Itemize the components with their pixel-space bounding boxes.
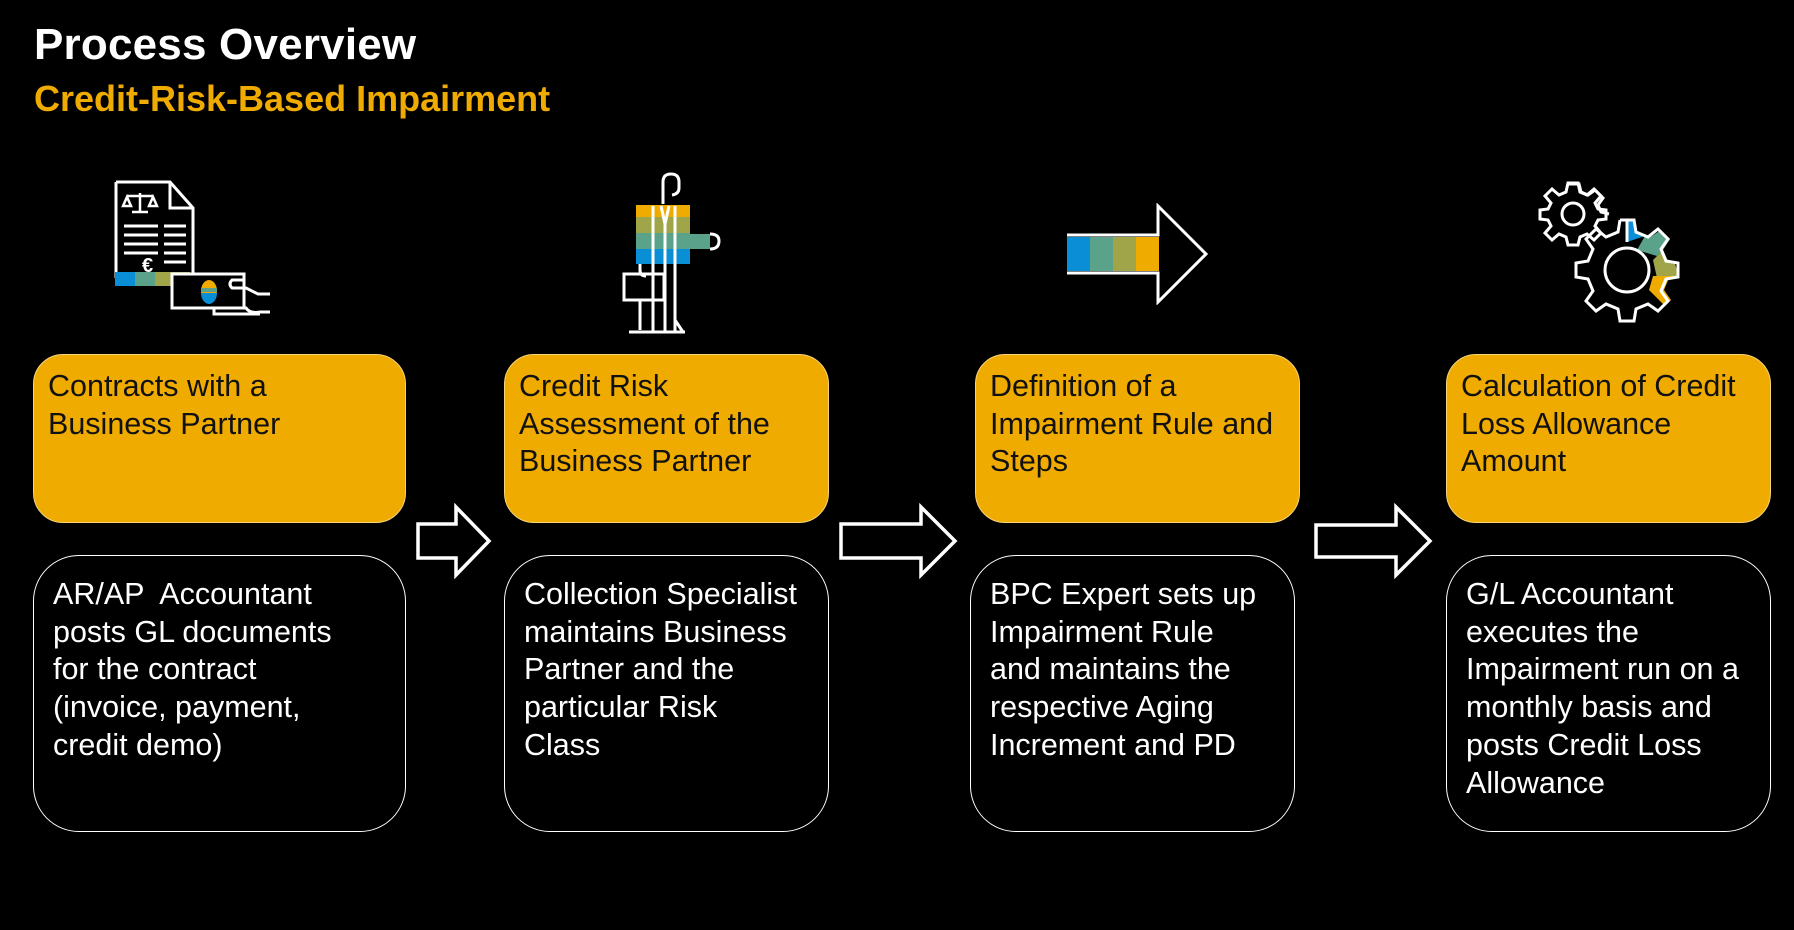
step-1-title-box: Contracts with a Business Partner (33, 354, 406, 523)
step-1-title-line: Contracts with a (48, 369, 267, 403)
step-3-title-box: Definition of a Impairment Rule and Step… (975, 354, 1300, 523)
step-4-title-line: Calculation of Credit (1461, 369, 1736, 403)
step-3-title-line: Impairment Rule and (990, 406, 1274, 441)
step-4-title-line: Amount (1461, 444, 1567, 478)
flow-arrow-icon (1314, 503, 1433, 579)
contract-payment-icon: € (114, 180, 270, 316)
step-1-description-box: AR/AP Accountant posts GL documents for … (33, 555, 406, 832)
step-3-description-line: respective Aging (990, 690, 1214, 725)
step-4-description-line: executes the (1466, 614, 1639, 649)
step-4-title-box: Calculation of Credit Loss Allowance Amo… (1446, 354, 1771, 523)
progress-arrow-icon (1067, 203, 1209, 305)
step-2-title-line: Assessment of the (519, 406, 770, 441)
step-2-description-line: Collection Specialist (524, 577, 797, 611)
step-4-description-box: G/L Accountant executes the Impairment r… (1446, 555, 1771, 832)
step-3-description-line: and maintains the (990, 652, 1231, 687)
gears-icon (1538, 181, 1682, 323)
step-1-description-line: AR/AP Accountant (53, 577, 312, 611)
step-2-description-line: Class (524, 727, 601, 762)
step-2-description-line: particular Risk (524, 690, 718, 725)
step-4-title-line: Loss Allowance (1461, 406, 1672, 441)
svg-text:€: € (142, 255, 153, 277)
step-4-description-line: G/L Accountant (1466, 577, 1674, 611)
step-4-description-line: Allowance (1466, 765, 1606, 800)
step-2-description-line: Partner and the (524, 652, 735, 687)
flow-arrow-icon (416, 503, 492, 579)
step-1-description-line: for the contract (53, 652, 257, 687)
step-1-description-line: posts GL documents (53, 614, 332, 649)
step-4-description-line: posts Credit Loss (1466, 727, 1702, 762)
step-3-title-line: Steps (990, 444, 1068, 478)
step-2-description-box: Collection Specialist maintains Business… (504, 555, 829, 832)
step-2-title-box: Credit Risk Assessment of the Business P… (504, 354, 829, 523)
step-2-title-line: Credit Risk (519, 369, 669, 403)
business-person-icon (622, 172, 721, 334)
step-2-title-line: Business Partner (519, 444, 752, 478)
step-3-description-line: Impairment Rule (990, 614, 1214, 649)
page-subtitle: Credit-Risk-Based Impairment (34, 78, 551, 119)
step-4-description-line: Impairment run on a (1466, 652, 1739, 687)
step-1-description-line: credit demo) (53, 727, 223, 762)
step-3-description-box: BPC Expert sets up Impairment Rule and m… (970, 555, 1295, 832)
step-3-description-line: BPC Expert sets up (990, 577, 1257, 611)
step-3-title-line: Definition of a (990, 369, 1177, 403)
page-title: Process Overview (34, 20, 417, 69)
step-2-description-line: maintains Business (524, 614, 787, 649)
step-1-description-line: (invoice, payment, (53, 690, 301, 725)
flow-arrow-icon (839, 503, 958, 579)
step-1-title-line: Business Partner (48, 406, 281, 441)
step-4-description-line: monthly basis and (1466, 690, 1712, 725)
step-3-description-line: Increment and PD (990, 727, 1236, 762)
